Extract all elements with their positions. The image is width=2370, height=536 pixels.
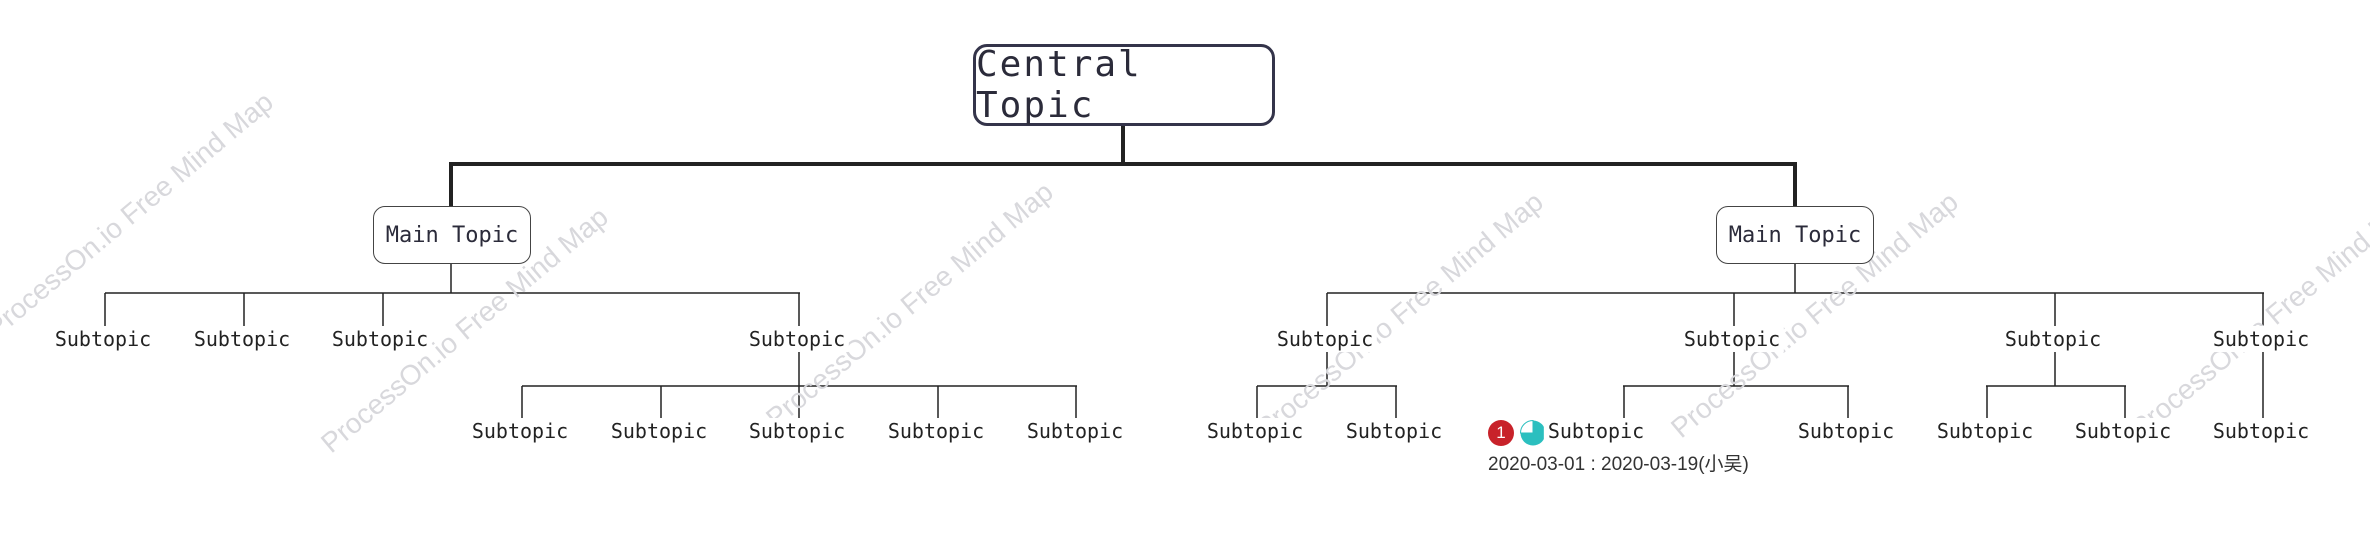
connector-sub-right-1 bbox=[1256, 352, 1397, 418]
task-dates: 2020-03-01 : 2020-03-19(小吴) bbox=[1488, 454, 1749, 475]
connector-sub-right-2 bbox=[1623, 352, 1849, 418]
subtopic[interactable]: Subtopic bbox=[2000, 326, 2106, 352]
subtopic-child[interactable]: Subtopic bbox=[1932, 418, 2038, 444]
central-topic-label: Central Topic bbox=[976, 44, 1142, 126]
subtopic-child-task[interactable]: Subtopic bbox=[1543, 418, 1649, 444]
subtopic[interactable]: Subtopic bbox=[744, 326, 850, 352]
progress-pie-icon bbox=[1520, 420, 1546, 446]
connector-main-right bbox=[1326, 263, 2264, 326]
subtopic-child[interactable]: Subtopic bbox=[1022, 418, 1128, 444]
subtopic-child[interactable]: Subtopic bbox=[744, 418, 850, 444]
subtopic-child[interactable]: Subtopic bbox=[1202, 418, 1308, 444]
subtopic[interactable]: Subtopic bbox=[189, 326, 295, 352]
subtopic-child[interactable]: Subtopic bbox=[883, 418, 989, 444]
subtopic-child[interactable]: Subtopic bbox=[1793, 418, 1899, 444]
subtopic[interactable]: Subtopic bbox=[50, 326, 156, 352]
subtopic[interactable]: Subtopic bbox=[1272, 326, 1378, 352]
main-topic-label: Main Topic bbox=[385, 222, 519, 248]
subtopic-child[interactable]: Subtopic bbox=[1341, 418, 1447, 444]
main-topic-right[interactable]: Main Topic bbox=[1716, 206, 1874, 264]
connector-sub-left-4 bbox=[521, 352, 1077, 418]
central-topic[interactable]: Central Topic bbox=[973, 44, 1275, 126]
subtopic-child[interactable]: Subtopic bbox=[467, 418, 573, 444]
subtopic-child[interactable]: Subtopic bbox=[2208, 418, 2314, 444]
connector-main-left bbox=[104, 263, 800, 326]
subtopic[interactable]: Subtopic bbox=[327, 326, 433, 352]
priority-badge-icon: 1 bbox=[1488, 420, 1514, 446]
subtopic-child[interactable]: Subtopic bbox=[606, 418, 712, 444]
subtopic-child[interactable]: Subtopic bbox=[2070, 418, 2176, 444]
main-topic-left[interactable]: Main Topic bbox=[373, 206, 531, 264]
connector-central bbox=[449, 124, 1797, 206]
subtopic[interactable]: Subtopic bbox=[2208, 326, 2314, 352]
connector-sub-right-3 bbox=[1986, 352, 2126, 418]
subtopic[interactable]: Subtopic bbox=[1679, 326, 1785, 352]
main-topic-label: Main Topic bbox=[1728, 222, 1862, 248]
